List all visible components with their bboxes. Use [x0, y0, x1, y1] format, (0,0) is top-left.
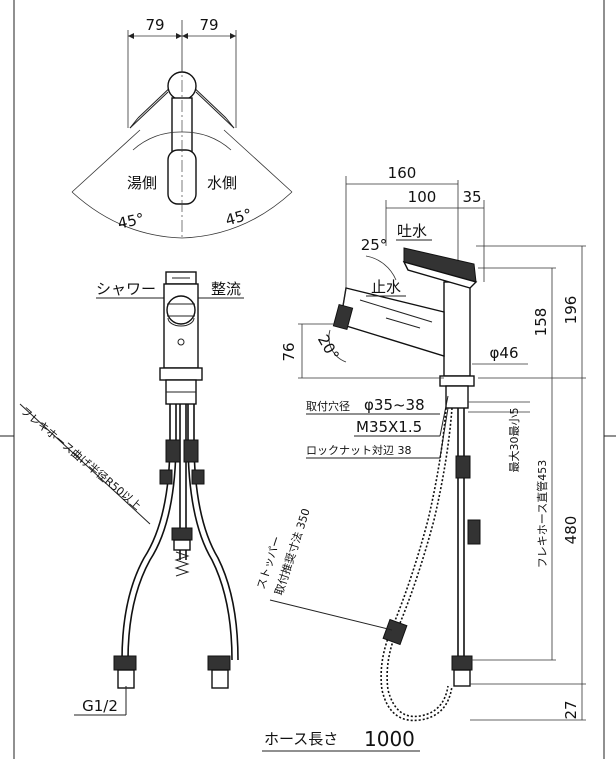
dim-depth-160: 160	[388, 164, 417, 182]
front-view: シャワー 整流 フレキホース曲げ半径	[18, 271, 244, 716]
dim-height-196: 196	[562, 296, 580, 325]
note-flex-hose: フレキホース直管453	[535, 460, 549, 568]
angle-head-20: 20°	[314, 331, 343, 363]
label-stop: 止水	[371, 278, 401, 296]
dim-height-480: 480	[562, 516, 580, 545]
label-shower: シャワー	[96, 280, 156, 298]
label-hot-side: 湯側	[127, 174, 157, 192]
thread-spec-m35: M35X1.5	[356, 418, 422, 436]
value-mount-hole: φ35~38	[364, 396, 425, 414]
label-stream: 整流	[211, 280, 241, 298]
angle-right: 45°	[224, 205, 254, 229]
dim-top-left: 79	[145, 16, 164, 34]
dim-spout-100: 100	[408, 188, 437, 206]
thread-spec-g12: G1/2	[82, 697, 118, 715]
top-view: 79 79 湯側 水側 45° 45°	[71, 16, 293, 240]
dim-top-right: 79	[199, 16, 218, 34]
angle-spout-25: 25°	[361, 236, 388, 254]
label-locknut: ロックナット対辺 38	[306, 443, 412, 457]
label-cold-side: 水側	[207, 174, 237, 192]
dim-height-27: 27	[562, 700, 580, 719]
dim-diameter-46: φ46	[490, 344, 519, 362]
value-hose-length: 1000	[364, 727, 415, 751]
dim-body-35: 35	[462, 188, 481, 206]
label-mount-hole: 取付穴径	[306, 399, 350, 413]
label-hose-length: ホース長さ	[264, 730, 338, 748]
angle-left: 45°	[116, 210, 146, 233]
side-view: 160 100 35 吐水 25° 止水 76 20° φ46	[254, 164, 586, 722]
footer-hose-length: ホース長さ 1000	[262, 727, 420, 752]
label-spout: 吐水	[397, 222, 427, 240]
dim-height-76: 76	[280, 342, 298, 361]
dim-height-158: 158	[532, 308, 550, 337]
note-hose-bend-radius: フレキホース曲げ半径R50以上	[18, 404, 144, 513]
note-max-thickness: 最大30最小5	[507, 408, 521, 473]
